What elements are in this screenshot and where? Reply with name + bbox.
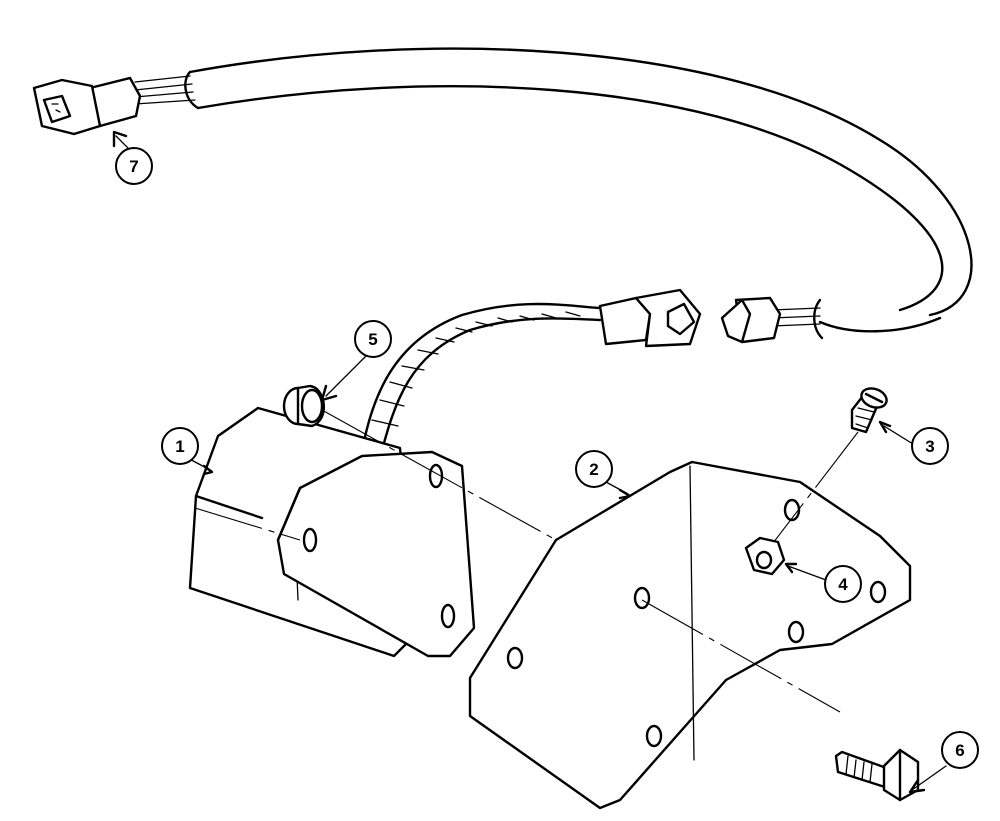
spacer-part-5	[282, 384, 326, 428]
leader-lines	[112, 130, 947, 794]
callout-4-label: 4	[838, 575, 848, 594]
module-pigtail-harness	[358, 288, 702, 466]
callout-2-label: 2	[589, 460, 598, 479]
callout-1-label: 1	[175, 437, 184, 456]
callout-7: 7	[115, 147, 153, 185]
callout-6: 6	[941, 731, 979, 769]
control-module-part-1	[188, 406, 476, 658]
callout-5: 5	[354, 320, 392, 358]
alignment-lines	[194, 409, 859, 713]
callout-3: 3	[911, 427, 949, 465]
nut-part-4	[744, 536, 786, 576]
cable-harness-part-7	[32, 47, 973, 344]
callout-3-label: 3	[925, 437, 934, 456]
bolt-part-6	[834, 748, 920, 802]
mounting-bracket-part-2	[468, 460, 912, 810]
callout-5-label: 5	[368, 330, 377, 349]
callout-4: 4	[824, 565, 862, 603]
callout-6-label: 6	[955, 741, 964, 760]
callout-7-label: 7	[129, 157, 138, 176]
callout-1: 1	[161, 427, 199, 465]
screw-part-3	[850, 387, 888, 434]
callout-2: 2	[575, 450, 613, 488]
